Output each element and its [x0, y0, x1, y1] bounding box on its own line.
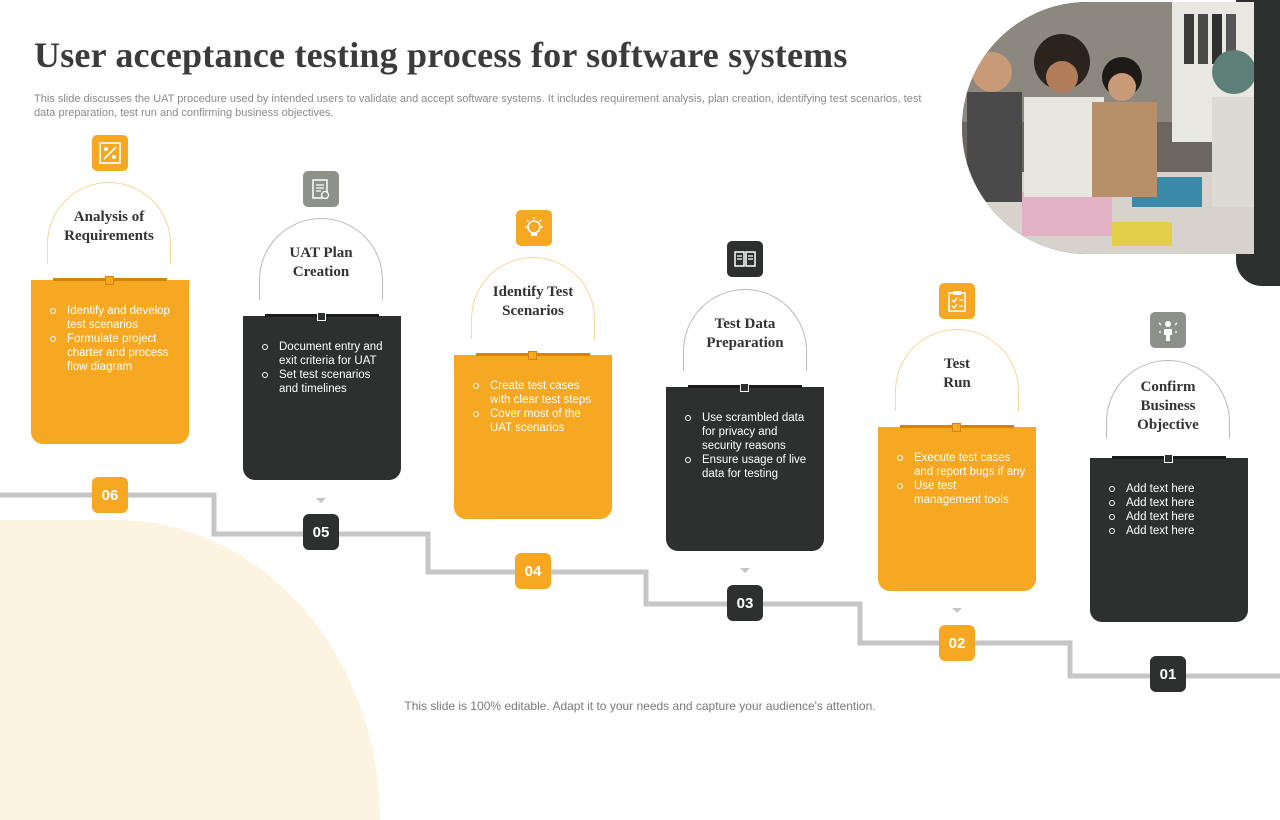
analysis-icon — [92, 135, 128, 171]
bullet-item: Add text here — [1108, 496, 1238, 510]
slide-footer: This slide is 100% editable. Adapt it to… — [404, 699, 876, 713]
bullet-item: Formulate project charter and process fl… — [49, 332, 179, 374]
staircase-track — [0, 492, 1280, 679]
step-number-badge: 06 — [92, 477, 128, 513]
step-card: Identify and develop test scenarios Form… — [31, 276, 189, 444]
step-card: Document entry and exit criteria for UAT… — [243, 312, 401, 480]
step-card: Execute test cases and report bugs if an… — [878, 423, 1036, 591]
step-number-badge: 04 — [515, 553, 551, 589]
slide-subtitle: This slide discusses the UAT procedure u… — [34, 93, 922, 119]
bullet-item: Execute test cases and report bugs if an… — [896, 451, 1026, 479]
team-photo — [962, 2, 1254, 254]
step-number-badge: 01 — [1150, 656, 1186, 692]
bullet-item: Set test scenarios and timelines — [261, 368, 391, 396]
bullet-item: Ensure usage of live data for testing — [684, 453, 814, 481]
bullet-item: Use test management tools — [896, 479, 1026, 507]
step-number-badge: 02 — [939, 625, 975, 661]
bullet-item: Add text here — [1108, 482, 1238, 496]
slide-title: User acceptance testing process for soft… — [34, 35, 848, 75]
step-card: Create test cases with clear test steps … — [454, 351, 612, 519]
bullet-item: Cover most of the UAT scenarios — [472, 407, 602, 435]
bullet-item: Document entry and exit criteria for UAT — [261, 340, 391, 368]
person-target-icon — [1150, 312, 1186, 348]
step-card: Use scrambled data for privacy and secur… — [666, 383, 824, 551]
step-number-badge: 05 — [303, 514, 339, 550]
lightbulb-icon — [516, 210, 552, 246]
checklist-icon — [303, 171, 339, 207]
bullet-item: Create test cases with clear test steps — [472, 379, 602, 407]
step-card: Add text here Add text here Add text her… — [1090, 454, 1248, 622]
bullet-item: Add text here — [1108, 510, 1238, 524]
book-icon — [727, 241, 763, 277]
step-number-badge: 03 — [727, 585, 763, 621]
bullet-item: Identify and develop test scenarios — [49, 304, 179, 332]
clipboard-icon — [939, 283, 975, 319]
bullet-item: Use scrambled data for privacy and secur… — [684, 411, 814, 453]
bullet-item: Add text here — [1108, 524, 1238, 538]
